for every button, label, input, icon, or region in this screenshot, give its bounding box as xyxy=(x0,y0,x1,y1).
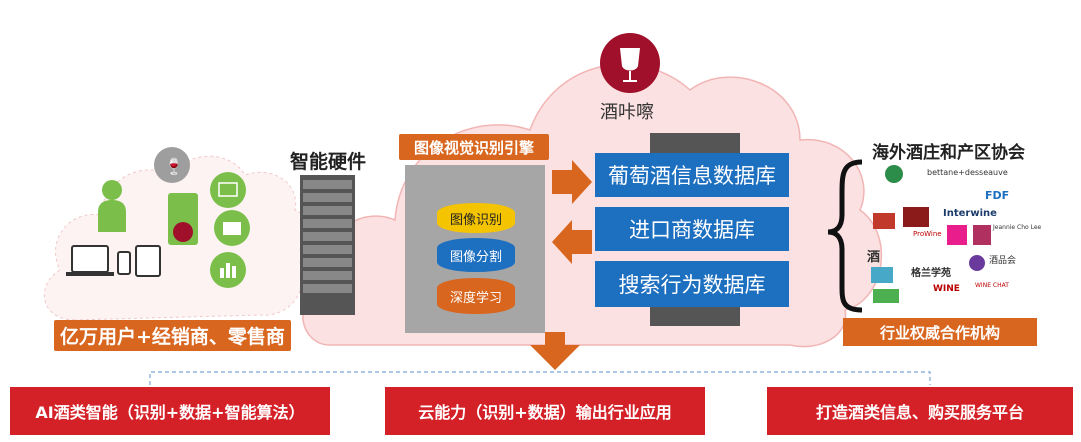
main-cloud xyxy=(302,63,883,348)
db-search-behavior: 搜索行为数据库 xyxy=(595,261,789,307)
bottom-service-platform: 打造酒类信息、购买服务平台 xyxy=(767,387,1073,435)
hardware-label: 智能硬件 xyxy=(290,151,367,173)
db-importer: 进口商数据库 xyxy=(595,207,789,251)
dashed-connector xyxy=(149,371,931,385)
partners-title: 海外酒庄和产区协会 xyxy=(872,143,1025,163)
scan-logo-icon xyxy=(173,222,193,242)
partner-mark-4 xyxy=(947,225,967,245)
partner-logo-jiupinhui: 酒品会 xyxy=(989,256,1017,266)
svg-text:🍷: 🍷 xyxy=(164,157,184,176)
partner-logo-interwine: Interwine xyxy=(943,208,997,219)
user-figure-icon xyxy=(98,180,126,232)
users-label: 亿万用户+经销商、零售商 xyxy=(54,320,291,351)
partner-logo-grid: bettane+desseauve FDF Interwine Jeannie … xyxy=(865,163,1045,313)
partner-logo-bettane: bettane+desseauve xyxy=(927,168,1008,177)
engine-layer-segmentation: 图像分割 xyxy=(437,238,515,272)
tablet-icon xyxy=(135,245,161,277)
partner-mark-7 xyxy=(969,255,985,271)
engine-title: 图像视觉识别引擎 xyxy=(399,134,549,160)
arrow-down-icon xyxy=(530,332,580,370)
engine-layer-deep-learning: 深度学习 xyxy=(437,278,515,314)
partner-logo-fdf: FDF xyxy=(985,189,1010,202)
partner-logo-prowine: ProWine xyxy=(913,230,942,238)
partner-mark-3 xyxy=(903,207,929,227)
partner-mark-2 xyxy=(873,213,895,229)
laptop-icon xyxy=(66,245,114,276)
hardware-server-icon xyxy=(300,175,355,315)
partner-logo-gelan: 格兰学苑 xyxy=(911,268,951,279)
wine-bottle-icon xyxy=(154,147,190,183)
partner-logo-jiu: 酒 xyxy=(867,250,881,265)
partner-mark-5 xyxy=(973,225,991,245)
phone-icon xyxy=(117,251,131,275)
db-server-top xyxy=(650,133,740,153)
db-wine-info: 葡萄酒信息数据库 xyxy=(595,153,789,197)
bottom-ai-intelligence: AI酒类智能（识别+数据+智能算法） xyxy=(10,387,330,435)
db-server-bottom xyxy=(650,306,740,326)
partner-mark-8 xyxy=(873,289,899,303)
partner-mark-6 xyxy=(871,267,893,283)
bottom-cloud-capability: 云能力（识别+数据）输出行业应用 xyxy=(385,387,705,435)
engine-layer-recognition: 图像识别 xyxy=(437,203,515,233)
curly-brace xyxy=(827,159,863,313)
partner-logo-wine: WINE xyxy=(933,284,960,294)
app-logo-text: 酒咔嚓 xyxy=(600,102,654,123)
partner-logo-winechat: WINE CHAT xyxy=(975,282,1009,289)
partners-footer: 行业权威合作机构 xyxy=(843,318,1037,346)
partner-mark-1 xyxy=(885,165,903,183)
arrow-left-icon xyxy=(552,220,592,264)
mail-icon xyxy=(210,172,246,208)
partner-logo-jeannie: Jeannie Cho Lee xyxy=(993,224,1042,231)
arrow-right-icon xyxy=(552,160,592,204)
